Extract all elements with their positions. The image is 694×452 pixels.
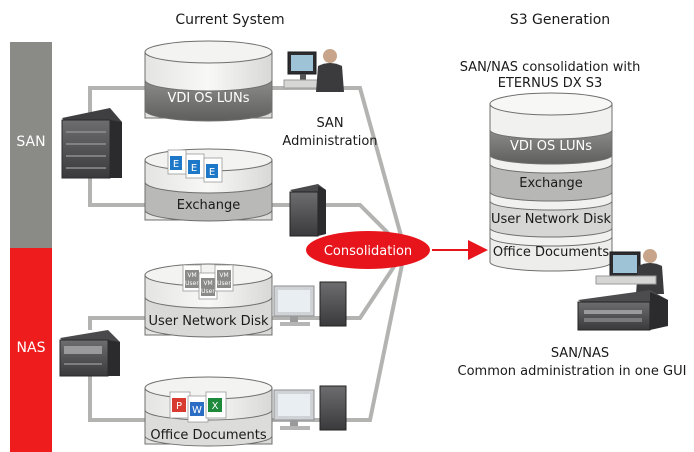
nas-sidebar-label: NAS <box>16 340 46 356</box>
vdi-cylinder-label: VDI OS LUNs <box>167 91 250 106</box>
san-administrator-icon <box>283 49 344 92</box>
exchange-document-icons: E E E <box>167 149 223 183</box>
san-sidebar-bar: SAN <box>10 42 52 248</box>
vdi-cylinder <box>144 40 273 122</box>
s3-caption-line1: SAN/NAS <box>550 346 610 361</box>
s3-subtitle-line1: SAN/NAS consolidation with <box>459 60 641 75</box>
svg-text:Consolidation: Consolidation <box>324 244 412 259</box>
svg-text:X: X <box>212 401 219 412</box>
current-system-title: Current System <box>175 12 285 28</box>
svg-text:User: User <box>185 280 199 287</box>
exchange-cylinder-label: Exchange <box>176 198 241 213</box>
svg-text:E: E <box>173 159 179 170</box>
s3-layer-label-2: User Network Disk <box>491 212 612 227</box>
s3-consolidated-cylinder: VDI OS LUNs Exchange User Network Disk O… <box>489 92 613 272</box>
vm-user-document-icons: VM User VM User VM User <box>182 264 234 300</box>
svg-text:P: P <box>176 401 182 412</box>
s3-administrator-icon <box>595 249 664 294</box>
nas-sidebar-bar: NAS <box>10 248 52 452</box>
nas-workstation-icon-2 <box>273 385 347 431</box>
s3-caption-line2: Common administration in one GUI <box>457 364 687 379</box>
san-storage-array-icon <box>61 108 122 179</box>
office-documents-cylinder-label: Office Documents <box>150 428 267 443</box>
s3-layer-label-1: Exchange <box>519 176 583 191</box>
svg-text:VM: VM <box>203 280 212 287</box>
office-document-icons: P W X <box>169 391 227 423</box>
san-server-tower-icon <box>289 184 326 237</box>
s3-storage-server-icon <box>577 290 668 331</box>
consolidation-badge: Consolidation <box>306 231 430 269</box>
s3-layer-label-3: Office Documents <box>493 245 609 260</box>
s3-subtitle-line2: ETERNUS DX S3 <box>497 76 603 91</box>
san-sidebar-label: SAN <box>16 134 46 150</box>
nas-workstation-icon-1 <box>273 281 347 327</box>
svg-text:W: W <box>192 405 202 416</box>
svg-text:VM: VM <box>219 272 228 279</box>
san-admin-caption-line1: SAN <box>316 116 344 131</box>
s3-layer-label-0: VDI OS LUNs <box>510 139 592 154</box>
s3-generation-title: S3 Generation <box>509 12 611 28</box>
san-admin-caption-line2: Administration <box>282 134 378 149</box>
nas-storage-array-icon <box>59 330 120 377</box>
svg-text:E: E <box>191 163 197 174</box>
svg-text:VM: VM <box>187 272 196 279</box>
svg-text:User: User <box>201 288 215 295</box>
user-network-disk-cylinder-label: User Network Disk <box>148 314 269 329</box>
svg-text:E: E <box>209 167 215 178</box>
svg-text:User: User <box>217 280 231 287</box>
